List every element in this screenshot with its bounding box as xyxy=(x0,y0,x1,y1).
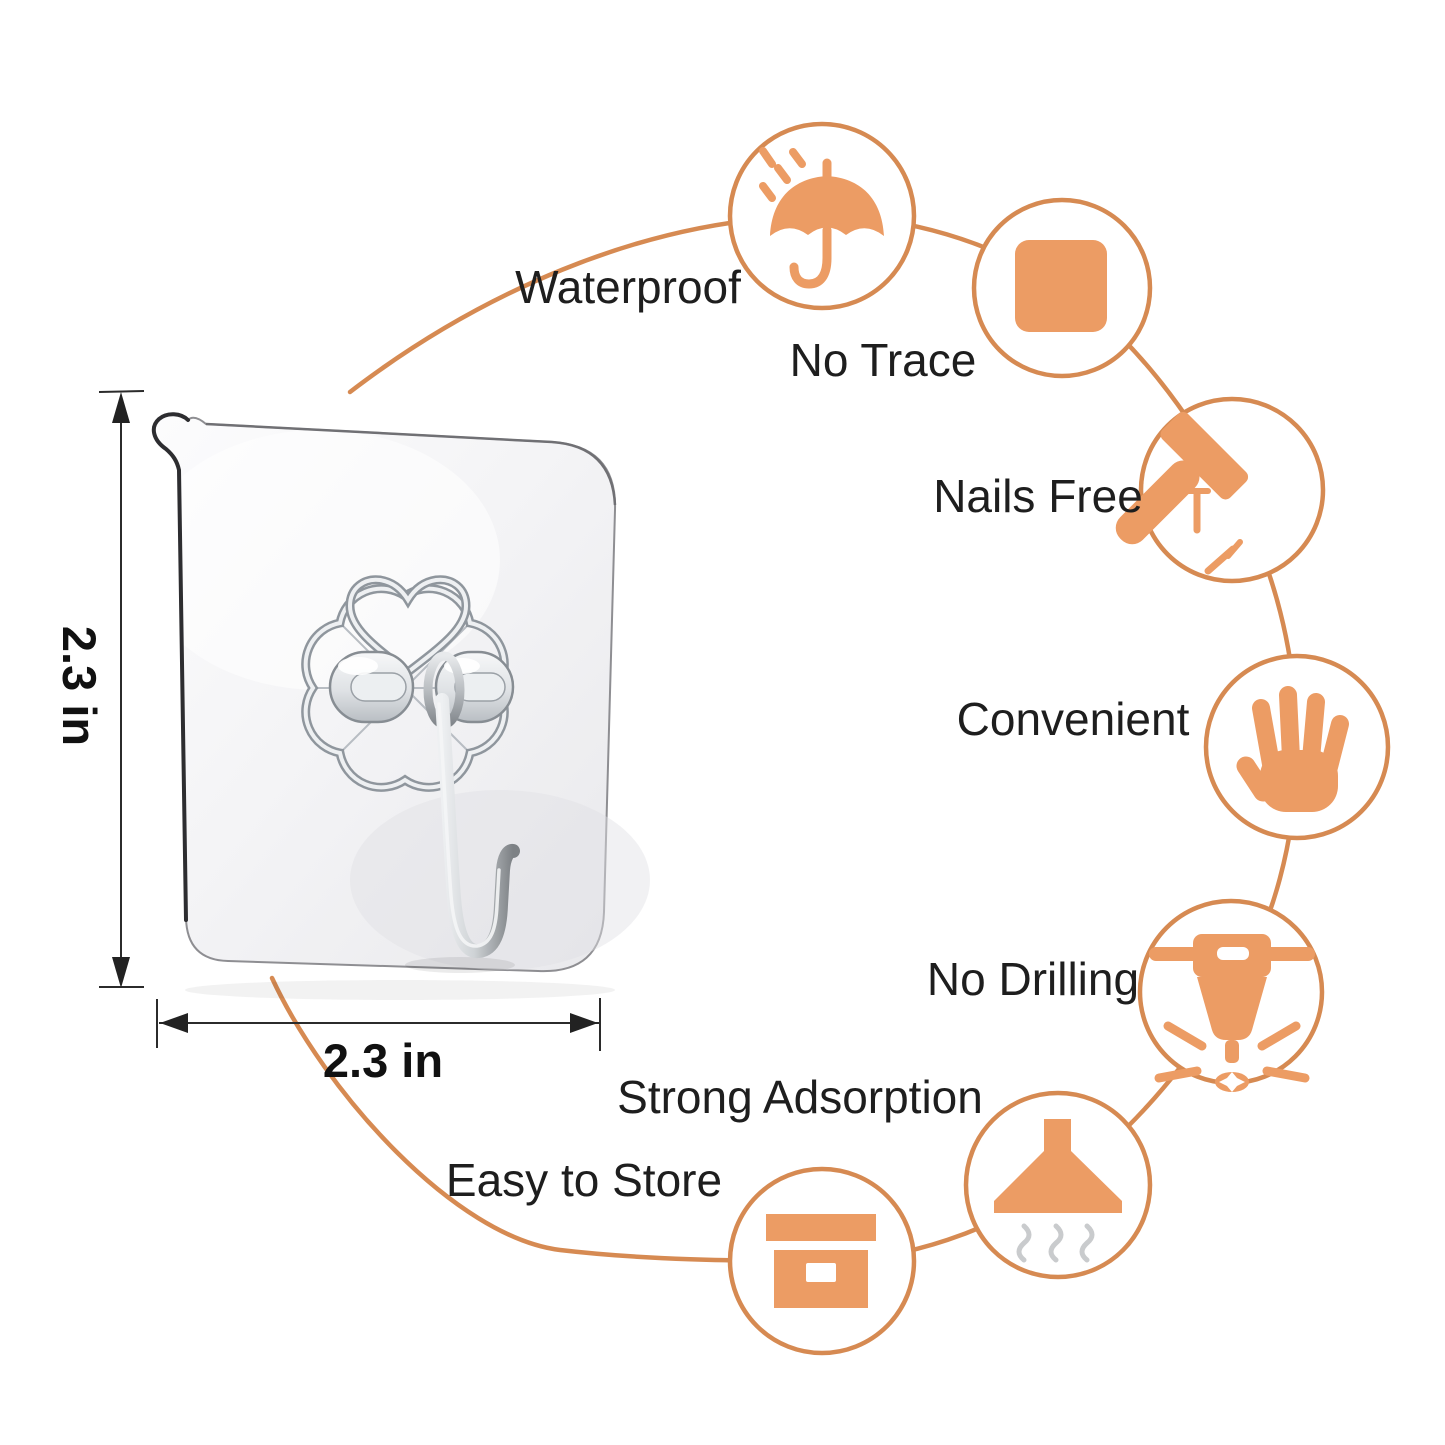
feature-no-trace: No Trace xyxy=(790,197,1153,386)
feature-easy-to-store: Easy to Store xyxy=(446,1154,917,1356)
arrow-left-icon xyxy=(160,1013,188,1033)
product-illustration xyxy=(140,412,650,1000)
feature-label-no-trace: No Trace xyxy=(790,334,977,386)
steam-lines xyxy=(1016,1223,1095,1263)
feature-label-no-drilling: No Drilling xyxy=(927,953,1139,1005)
metal-hook xyxy=(405,651,520,973)
pad-highlight xyxy=(140,430,500,690)
feature-nails-free: Nails Free xyxy=(933,396,1326,584)
arrow-down-icon xyxy=(112,957,130,988)
pad-top-edge xyxy=(205,422,617,506)
hook-shadow xyxy=(405,957,515,973)
jackhammer-icon xyxy=(1149,934,1315,1092)
flower-ornament xyxy=(301,575,515,792)
feature-label-nails-free: Nails Free xyxy=(933,470,1143,522)
storage-box-icon xyxy=(766,1214,876,1308)
pad-shadow xyxy=(185,980,615,1000)
pill-capsule-left xyxy=(328,650,415,724)
height-dimension-label: 2.3 in xyxy=(53,626,106,746)
range-hood-icon xyxy=(994,1119,1122,1263)
scalloped-ring xyxy=(301,584,509,792)
pad-left-edge xyxy=(151,412,190,922)
feature-label-convenient: Convenient xyxy=(957,693,1190,745)
open-hand-icon xyxy=(1236,686,1349,812)
hook-highlight xyxy=(437,702,501,948)
hammer-nails-icon xyxy=(1115,411,1249,575)
feature-ring: Waterproof No Trace xyxy=(269,121,1391,1356)
arrow-right-icon xyxy=(570,1013,598,1033)
feature-strong-adsorption: Strong Adsorption xyxy=(617,1071,1153,1280)
width-dimension xyxy=(156,998,601,1051)
feature-label-easy-to-store: Easy to Store xyxy=(446,1154,722,1206)
width-dimension-label: 2.3 in xyxy=(323,1034,443,1087)
heart-petal xyxy=(345,575,471,678)
feature-label-waterproof: Waterproof xyxy=(515,261,741,313)
feature-waterproof: Waterproof xyxy=(515,121,917,313)
umbrella-rain-icon xyxy=(759,147,884,289)
arrow-up-icon xyxy=(112,392,130,423)
feature-no-drilling: No Drilling xyxy=(927,898,1325,1092)
feature-label-strong-adsorption: Strong Adsorption xyxy=(617,1071,983,1123)
feature-convenient: Convenient xyxy=(957,653,1391,841)
adhesive-pad-icon xyxy=(1015,240,1107,332)
rain-dashes xyxy=(759,147,806,202)
hook-wire xyxy=(435,693,520,959)
height-dimension xyxy=(98,390,145,988)
dimension-annotations: 2.3 in 2.3 in xyxy=(53,390,601,1087)
